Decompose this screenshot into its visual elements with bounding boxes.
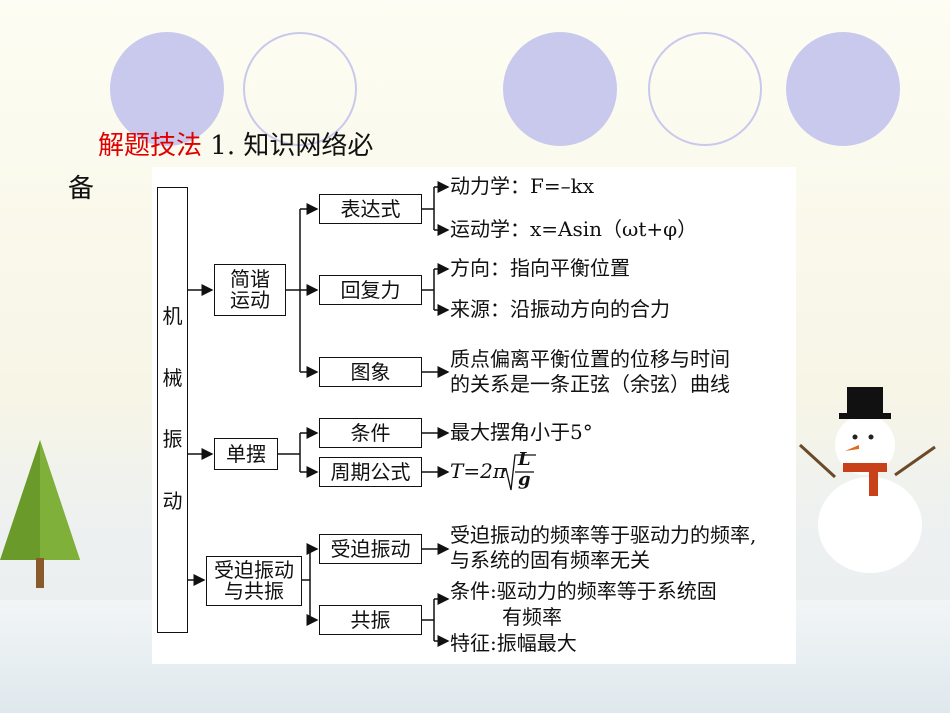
leaf-resonance-condition-line1: 条件:驱动力的频率等于系统固 [450, 579, 717, 603]
leaf-max-angle: 最大摆角小于5° [450, 420, 593, 444]
leaf-forced-line1: 受迫振动的频率等于驱动力的频率, [450, 523, 757, 547]
decor-ring-2 [648, 32, 762, 146]
leaf-forced-line2: 与系统的固有频率无关 [450, 548, 650, 572]
node-label: 图象 [350, 359, 391, 384]
node-label: 共振 [350, 607, 391, 632]
leaf-graph-line2: 的关系是一条正弦（余弦）曲线 [450, 372, 730, 396]
root-node: 机 械 振 动 [157, 187, 188, 633]
node-label: 条件 [350, 420, 391, 445]
leaf-kinematics: 运动学：x=Asin（ωt+φ） [450, 217, 698, 241]
node-label: 受迫振动 [214, 558, 294, 582]
leaf-graph-line1: 质点偏离平衡位置的位移与时间 [450, 347, 730, 371]
leaf-resonance-feature: 特征:振幅最大 [450, 631, 577, 655]
leaf-direction: 方向：指向平衡位置 [450, 256, 630, 280]
node-condition: 条件 [319, 418, 422, 448]
node-expression: 表达式 [319, 194, 422, 224]
decor-circle-1 [110, 32, 224, 146]
node-resonance: 共振 [319, 605, 422, 635]
decor-ring-1 [243, 32, 357, 146]
node-label: 运动 [230, 288, 270, 312]
node-restoring-force: 回复力 [319, 275, 422, 305]
node-simple-harmonic-motion: 简谐 运动 [214, 264, 286, 316]
node-forced-vibration-resonance: 受迫振动 与共振 [206, 556, 302, 606]
root-char: 机 [162, 304, 183, 329]
heading-title: 1. 知识网络必 [210, 131, 374, 161]
node-label: 周期公式 [330, 459, 411, 484]
formula-numerator: L [518, 449, 531, 470]
node-forced-vibration: 受迫振动 [319, 534, 422, 564]
leaf-source: 来源：沿振动方向的合力 [450, 297, 670, 321]
leaf-dynamics: 动力学：F=–kx [450, 174, 595, 198]
leaf-period-prefix: T=2π [450, 459, 506, 483]
node-label: 简谐 [230, 267, 270, 291]
decor-circle-2 [503, 32, 617, 146]
knowledge-network-diagram: 机 械 振 动 简谐 运动 单摆 受迫振动 与共振 表达式 回复力 图象 条件 … [152, 167, 796, 664]
heading-label: 解题技法 [98, 131, 203, 161]
node-label: 与共振 [224, 579, 284, 603]
root-char: 振 [162, 427, 183, 452]
node-simple-pendulum: 单摆 [214, 438, 278, 470]
root-char: 动 [162, 488, 183, 513]
snowman-illustration [798, 387, 936, 573]
decor-circle-3 [786, 32, 900, 146]
node-period-formula: 周期公式 [319, 457, 422, 487]
leaf-resonance-condition-line2: 有频率 [502, 605, 562, 629]
diagram-connectors [188, 181, 536, 647]
node-label: 单摆 [226, 441, 266, 466]
page-heading: 解题技法 1. 知识网络必 [98, 125, 373, 162]
formula-denominator: g [518, 469, 531, 490]
tree-illustration [0, 440, 80, 588]
node-label: 回复力 [340, 277, 401, 302]
root-char: 械 [162, 365, 183, 390]
node-label: 受迫振动 [330, 536, 411, 561]
heading-title-continued: 备 [68, 174, 95, 204]
node-graph: 图象 [319, 357, 422, 387]
node-label: 表达式 [340, 196, 401, 221]
